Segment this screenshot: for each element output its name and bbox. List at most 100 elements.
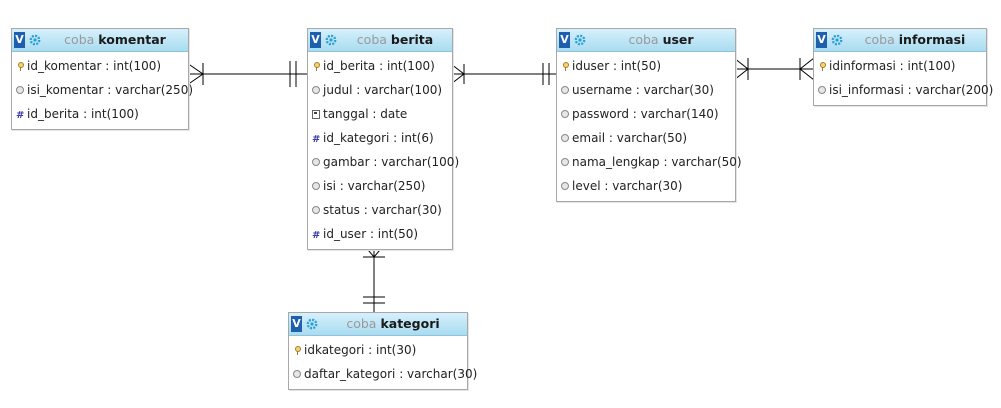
- primary-key-icon: [16, 61, 25, 71]
- text-field-icon: [561, 109, 570, 119]
- field-row[interactable]: idinformasi : int(100): [814, 54, 986, 78]
- gear-icon[interactable]: [325, 34, 337, 46]
- field-row[interactable]: isi : varchar(250): [308, 174, 452, 198]
- table-komentar[interactable]: V coba komentar id_komentar : int(100) i…: [11, 28, 193, 130]
- field-row[interactable]: isi_informasi : varchar(200): [814, 78, 993, 102]
- primary-key-icon: [293, 345, 302, 355]
- field-row[interactable]: status : varchar(30): [308, 198, 452, 222]
- field-label: username : varchar(30): [572, 83, 714, 97]
- table-header[interactable]: V coba kategori: [289, 313, 467, 336]
- field-label: idinformasi : int(100): [829, 59, 956, 73]
- collapse-toggle-button[interactable]: V: [816, 32, 827, 48]
- field-label: id_berita : int(100): [27, 107, 139, 121]
- field-label: password : varchar(140): [572, 107, 719, 121]
- table-title: coba berita: [342, 29, 448, 51]
- gear-icon[interactable]: [29, 34, 41, 46]
- table-name: kategori: [380, 316, 440, 331]
- field-row[interactable]: daftar_kategori : varchar(30): [289, 362, 477, 386]
- table-header[interactable]: V coba berita: [308, 29, 452, 52]
- bar-one-kategori-top: [363, 296, 385, 304]
- table-header[interactable]: V coba user: [557, 29, 735, 52]
- field-row[interactable]: password : varchar(140): [557, 102, 735, 126]
- gear-icon[interactable]: [574, 34, 586, 46]
- text-field-icon: [818, 85, 827, 95]
- gear-icon[interactable]: [831, 34, 843, 46]
- collapse-toggle-button[interactable]: V: [291, 316, 302, 332]
- database-name: coba: [356, 32, 387, 47]
- field-row[interactable]: tanggal : date: [308, 102, 452, 126]
- field-label: email : varchar(50): [572, 131, 688, 145]
- field-row[interactable]: judul : varchar(100): [308, 78, 452, 102]
- collapse-toggle-button[interactable]: V: [559, 32, 570, 48]
- field-row[interactable]: idkategori : int(30): [289, 338, 467, 362]
- field-row[interactable]: nama_lengkap : varchar(50): [557, 150, 742, 174]
- field-label: level : varchar(30): [572, 179, 683, 193]
- field-row[interactable]: id_berita : int(100): [12, 102, 188, 126]
- table-header[interactable]: V coba komentar: [12, 29, 188, 52]
- text-field-icon: [312, 85, 321, 95]
- collapse-toggle-button[interactable]: V: [310, 32, 321, 48]
- text-field-icon: [293, 369, 302, 379]
- field-label: isi_komentar : varchar(250): [27, 83, 194, 97]
- field-label: iduser : int(50): [572, 59, 662, 73]
- text-field-icon: [312, 205, 321, 215]
- text-field-icon: [561, 157, 570, 167]
- crowfoot-many-komentar: [186, 62, 204, 86]
- field-label: status : varchar(30): [323, 203, 442, 217]
- database-name: coba: [864, 32, 895, 47]
- field-label: id_user : int(50): [323, 227, 419, 241]
- field-label: id_komentar : int(100): [27, 59, 162, 73]
- field-label: nama_lengkap : varchar(50): [572, 155, 742, 169]
- field-row[interactable]: level : varchar(30): [557, 174, 735, 198]
- bar-one-berita-left: [289, 61, 297, 87]
- collapse-toggle-button[interactable]: V: [14, 32, 25, 48]
- table-title: coba kategori: [323, 313, 463, 335]
- text-field-icon: [312, 157, 321, 167]
- field-label: isi : varchar(250): [323, 179, 426, 193]
- field-row[interactable]: username : varchar(30): [557, 78, 735, 102]
- date-field-icon: [312, 109, 321, 119]
- field-row[interactable]: isi_komentar : varchar(250): [12, 78, 193, 102]
- table-user[interactable]: V coba user iduser : int(50) username : …: [556, 28, 742, 202]
- field-list: idkategori : int(30) daftar_kategori : v…: [289, 336, 477, 389]
- field-label: daftar_kategori : varchar(30): [304, 367, 478, 381]
- numeric-field-icon: [312, 128, 321, 138]
- bar-one-user-left: [542, 63, 550, 85]
- table-informasi[interactable]: V coba informasi idinformasi : int(100) …: [813, 28, 993, 106]
- table-kategori[interactable]: V coba kategori idkategori : int(30) daf…: [288, 312, 477, 390]
- field-row[interactable]: gambar : varchar(100): [308, 150, 459, 174]
- numeric-field-icon: [312, 224, 321, 234]
- field-label: gambar : varchar(100): [323, 155, 460, 169]
- table-title: coba komentar: [46, 29, 184, 51]
- crowfoot-many-informasi: [799, 57, 815, 81]
- table-title: coba informasi: [848, 29, 982, 51]
- table-header[interactable]: V coba informasi: [814, 29, 986, 52]
- table-name: berita: [390, 32, 434, 47]
- text-field-icon: [561, 181, 570, 191]
- primary-key-icon: [561, 61, 570, 71]
- field-row[interactable]: id_komentar : int(100): [12, 54, 188, 78]
- field-row[interactable]: id_kategori : int(6): [308, 126, 452, 150]
- field-row[interactable]: id_berita : int(100): [308, 54, 452, 78]
- table-name: informasi: [898, 32, 966, 47]
- database-name: coba: [346, 316, 377, 331]
- field-label: idkategori : int(30): [304, 343, 417, 357]
- field-list: idinformasi : int(100) isi_informasi : v…: [814, 52, 993, 105]
- primary-key-icon: [818, 61, 827, 71]
- table-berita[interactable]: V coba berita id_berita : int(100) judul…: [307, 28, 459, 250]
- database-name: coba: [628, 32, 659, 47]
- crowfoot-many-berita: [450, 63, 465, 85]
- text-field-icon: [16, 85, 25, 95]
- table-title: coba user: [591, 29, 731, 51]
- table-name: user: [662, 32, 694, 47]
- gear-icon[interactable]: [306, 318, 318, 330]
- field-label: id_berita : int(100): [323, 59, 435, 73]
- text-field-icon: [561, 85, 570, 95]
- field-label: id_kategori : int(6): [323, 131, 434, 145]
- field-row[interactable]: id_user : int(50): [308, 222, 452, 246]
- field-row[interactable]: iduser : int(50): [557, 54, 735, 78]
- field-label: tanggal : date: [323, 107, 408, 121]
- numeric-field-icon: [16, 104, 25, 114]
- field-row[interactable]: email : varchar(50): [557, 126, 735, 150]
